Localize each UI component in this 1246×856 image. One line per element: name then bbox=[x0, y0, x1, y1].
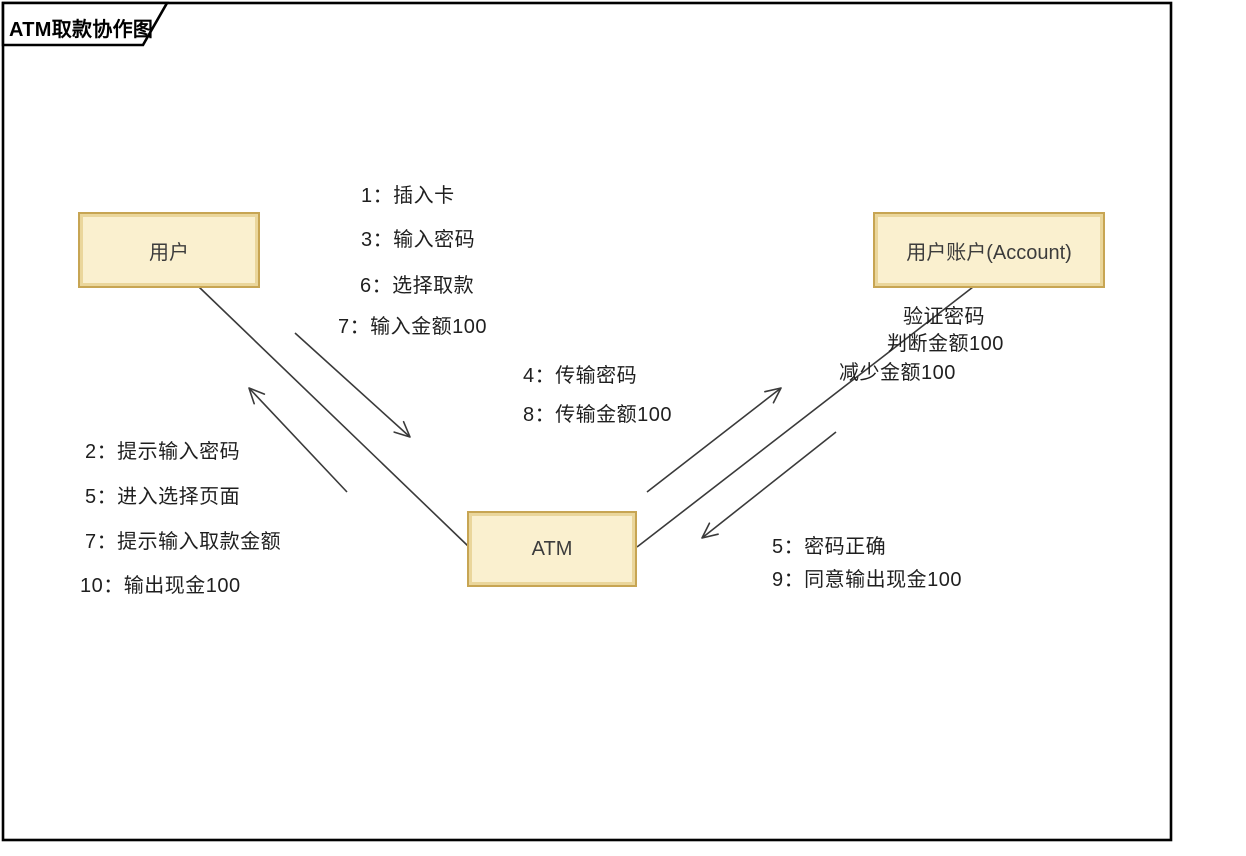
actor-box-atm: ATM bbox=[467, 511, 637, 587]
arrow-atm-to-account bbox=[646, 387, 782, 493]
message-label-user-to-atm-4: 7：输入金额100 bbox=[338, 316, 487, 338]
link-line-atm-account bbox=[636, 286, 974, 548]
message-label-atm-to-user-4: 10：输出现金100 bbox=[80, 575, 241, 597]
message-label-atm-to-user-2: 5：进入选择页面 bbox=[85, 486, 241, 508]
message-label-atm-to-account-1: 4：传输密码 bbox=[523, 365, 638, 387]
actor-label-user: 用户 bbox=[149, 241, 189, 264]
message-label-account-self-2: 判断金额100 bbox=[887, 333, 1004, 355]
link-line-user-atm bbox=[198, 286, 469, 547]
message-label-atm-to-user-3: 7：提示输入取款金额 bbox=[85, 531, 282, 553]
message-label-account-self-3: 减少金额100 bbox=[839, 362, 956, 384]
message-label-atm-to-account-2: 8：传输金额100 bbox=[523, 404, 672, 426]
arrow-account-to-atm bbox=[701, 431, 837, 539]
arrow-atm-to-user bbox=[248, 387, 348, 493]
message-label-account-self-1: 验证密码 bbox=[903, 306, 985, 328]
frame-border bbox=[1, 1, 1173, 842]
diagram-title: ATM取款协作图 bbox=[9, 19, 154, 41]
message-label-account-to-atm-2: 9：同意输出现金100 bbox=[772, 569, 962, 591]
message-label-user-to-atm-3: 6：选择取款 bbox=[360, 275, 475, 297]
message-label-account-to-atm-1: 5：密码正确 bbox=[772, 536, 887, 558]
frame-title-tab bbox=[1, 1, 170, 47]
actor-label-account: 用户账户(Account) bbox=[906, 241, 1072, 264]
actor-box-account: 用户账户(Account) bbox=[873, 212, 1105, 288]
actor-box-user: 用户 bbox=[78, 212, 260, 288]
message-label-user-to-atm-1: 1：插入卡 bbox=[361, 185, 455, 207]
message-label-atm-to-user-1: 2：提示输入密码 bbox=[85, 441, 241, 463]
actor-label-atm: ATM bbox=[531, 537, 573, 560]
message-label-user-to-atm-2: 3：输入密码 bbox=[361, 229, 476, 251]
arrow-user-to-atm bbox=[294, 332, 411, 438]
